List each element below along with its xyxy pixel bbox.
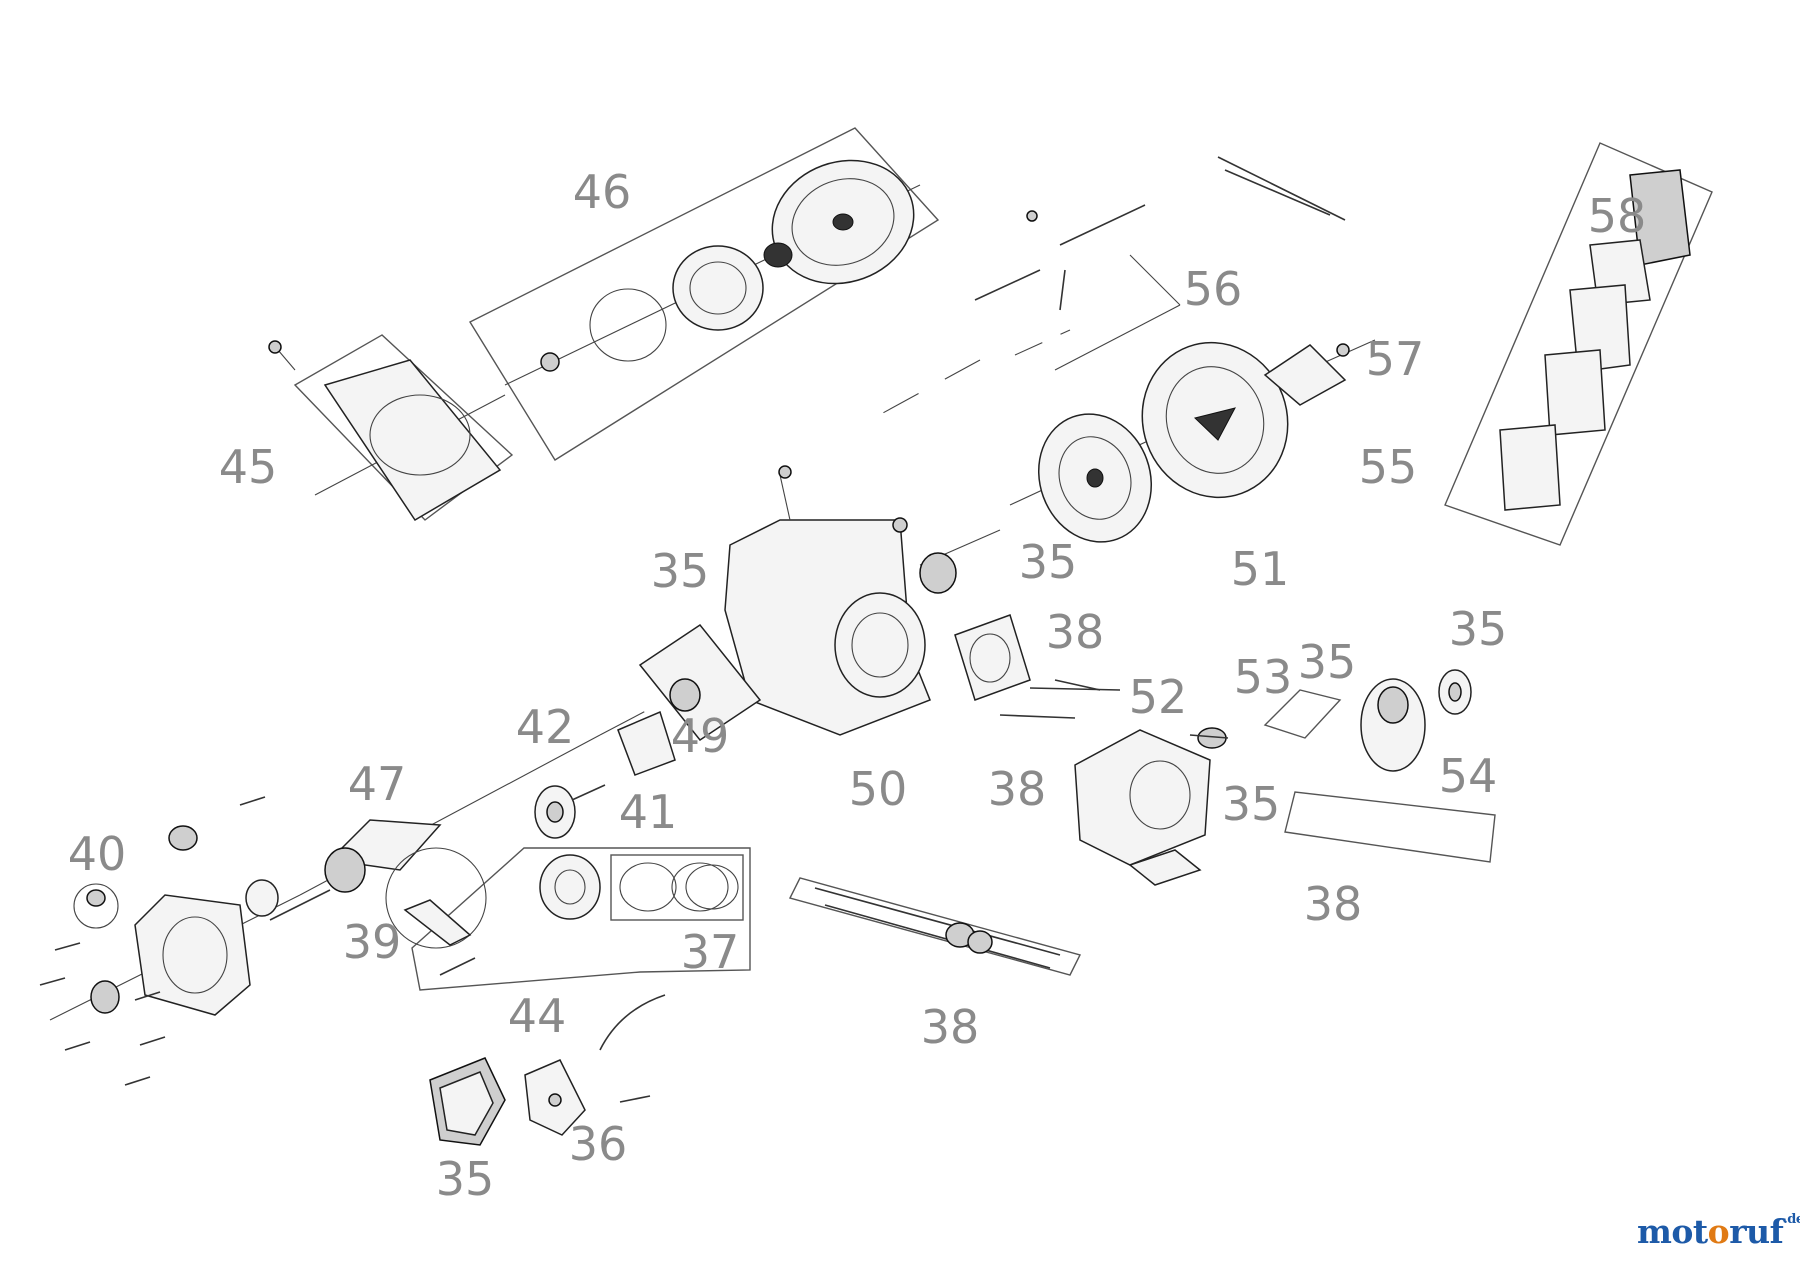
part-label-57: 57 <box>1366 332 1425 386</box>
air-filter-element <box>524 1059 651 1136</box>
oil-cap <box>73 825 198 929</box>
air-filter-assembly <box>1499 169 1691 511</box>
part-label-45: 45 <box>219 440 278 494</box>
cylinder-head <box>1074 729 1211 886</box>
part-label-40: 40 <box>68 827 127 881</box>
box-44-37 <box>411 847 751 991</box>
valves <box>814 887 1061 969</box>
crankcase-gasket <box>638 623 762 742</box>
part-label-55: 55 <box>1359 440 1418 494</box>
bolts <box>39 796 266 1086</box>
part-label-35: 35 <box>436 1152 495 1206</box>
engine-block <box>724 465 957 736</box>
fan-shroud <box>268 340 502 522</box>
part-label-37: 37 <box>681 925 740 979</box>
box-45 <box>293 334 514 521</box>
piston <box>439 854 739 976</box>
part-label-42: 42 <box>516 700 575 754</box>
box-53 <box>1263 689 1342 739</box>
flywheel-fan <box>1141 341 1289 499</box>
watermark-suffix: .de <box>1783 1212 1800 1227</box>
throttle-linkage <box>974 156 1346 311</box>
part-label-38: 38 <box>1304 877 1363 931</box>
camshaft-gear <box>534 784 606 839</box>
breather-hose <box>599 994 666 1051</box>
crankcase-cover <box>90 894 251 1016</box>
carburetor <box>1360 678 1426 772</box>
part-label-56: 56 <box>1184 262 1243 316</box>
part-label-35: 35 <box>1298 635 1357 689</box>
part-label-35: 35 <box>1222 777 1281 831</box>
part-label-35: 35 <box>1449 602 1508 656</box>
pushrods <box>999 679 1121 719</box>
flywheel <box>1037 413 1153 543</box>
watermark-part-3: ruf <box>1729 1212 1784 1251</box>
part-label-50: 50 <box>849 762 908 816</box>
crankshaft <box>245 819 442 921</box>
watermark-part-1: mot <box>1637 1212 1708 1251</box>
starter-cover <box>540 159 915 372</box>
part-label-46: 46 <box>573 165 632 219</box>
part-label-38: 38 <box>921 1000 980 1054</box>
spark-plug <box>1189 727 1229 749</box>
part-label-36: 36 <box>569 1117 628 1171</box>
part-label-38: 38 <box>988 762 1047 816</box>
box-38-right <box>1284 791 1496 863</box>
air-filter-gasket <box>429 1057 506 1146</box>
part-label-49: 49 <box>671 709 730 763</box>
part-label-58: 58 <box>1588 189 1647 243</box>
part-label-39: 39 <box>343 915 402 969</box>
brand-watermark: motoruf.de <box>1637 1212 1800 1251</box>
small-gasket <box>1438 669 1472 715</box>
part-label-35: 35 <box>651 544 710 598</box>
part-label-52: 52 <box>1129 670 1188 724</box>
watermark-part-2: o <box>1707 1212 1730 1251</box>
part-label-35: 35 <box>1019 535 1078 589</box>
part-label-54: 54 <box>1439 749 1498 803</box>
box-55 <box>1444 142 1713 546</box>
part-label-44: 44 <box>508 989 567 1043</box>
head-gasket <box>954 614 1031 701</box>
part-label-38: 38 <box>1046 605 1105 659</box>
part-label-51: 51 <box>1231 542 1290 596</box>
ignition-coil <box>1263 343 1350 406</box>
part-label-53: 53 <box>1234 650 1293 704</box>
connecting-rod <box>385 847 487 949</box>
part-label-47: 47 <box>348 757 407 811</box>
box-46 <box>469 127 940 461</box>
governor <box>617 710 676 776</box>
part-label-41: 41 <box>619 785 678 839</box>
